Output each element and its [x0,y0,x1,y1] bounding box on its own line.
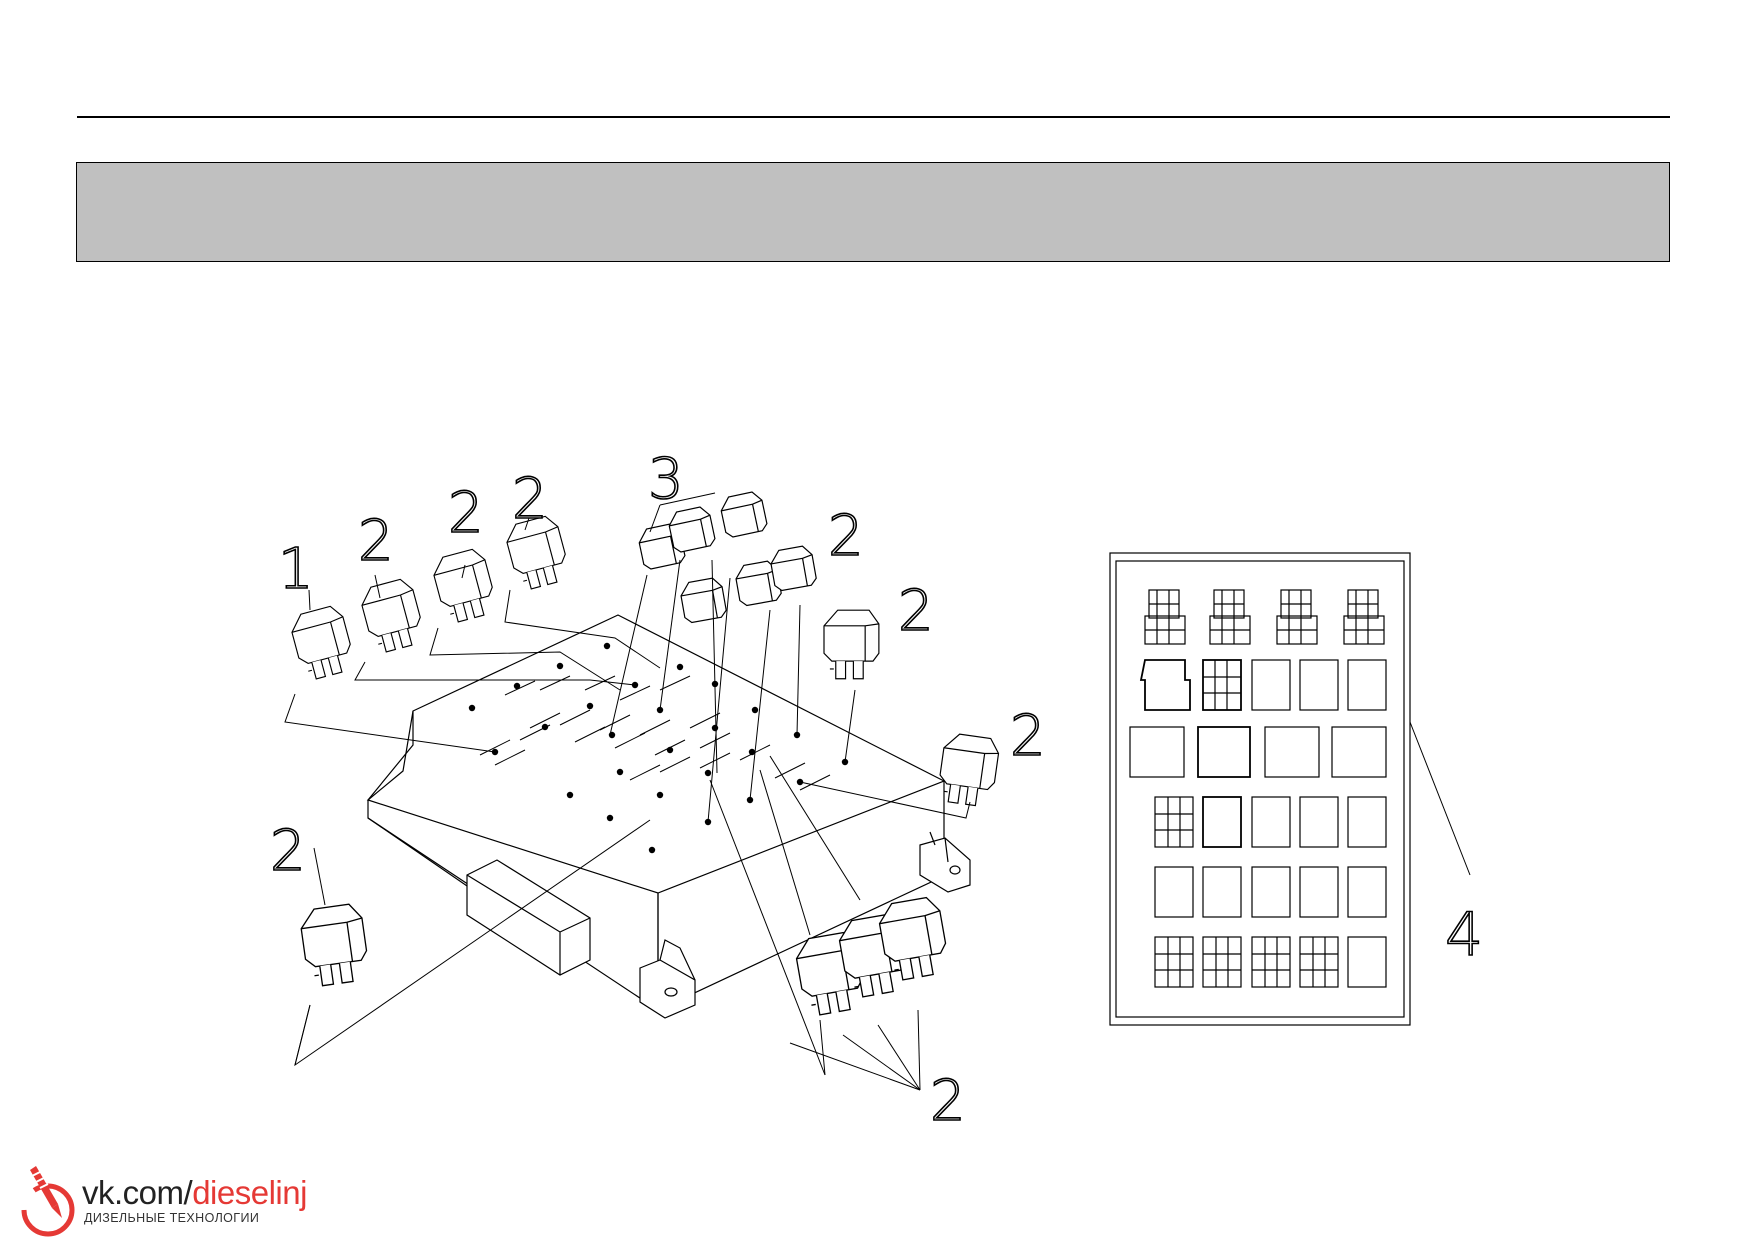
watermark-subtitle: ДИЗЕЛЬНЫЕ ТЕХНОЛОГИИ [84,1211,260,1225]
header-banner [76,162,1670,262]
relay-2f [298,902,372,989]
callout-2e: 2 [898,579,934,644]
callout-2c: 2 [512,467,548,532]
callout-4: 4 [1445,900,1483,970]
panel-row-6 [1154,936,1387,988]
panel-row-2 [1139,659,1387,711]
callout-3: 3 [648,447,684,512]
relay-2a [357,576,428,656]
callout-2d: 2 [828,504,864,569]
callout-2b: 2 [448,481,484,546]
relay-2-cluster-top [678,544,818,625]
relay-layout-panel [1109,552,1471,1026]
relay-2e [935,731,1002,809]
relay-2-cluster-bottom [792,894,952,1018]
relay-2b [429,546,500,626]
relay-2d [823,609,880,680]
watermark-suffix: dieselinj [192,1174,307,1211]
callout-4-leader [1409,721,1471,876]
relay-1 [287,603,358,683]
callout-1: 1 [278,537,314,602]
top-rule [77,116,1670,118]
watermark-link[interactable]: vk.com/dieselinj [82,1176,307,1210]
injector-logo-icon [20,1166,75,1237]
watermark[interactable]: vk.com/dieselinj ДИЗЕЛЬНЫЕ ТЕХНОЛОГИИ [14,1160,314,1237]
relay-3c [718,489,769,539]
watermark-prefix: vk.com/ [82,1174,193,1211]
callout-2g: 2 [270,819,306,884]
relay-box-body [366,614,971,1019]
callout-2h: 2 [930,1069,966,1134]
panel-row-3 [1129,726,1387,778]
panel-row-1 [1144,589,1385,645]
panel-row-5 [1154,866,1387,918]
panel-row-4 [1154,796,1387,848]
relay-3b [666,504,717,554]
callout-2a: 2 [358,509,394,574]
callout-2f: 2 [1010,704,1046,769]
